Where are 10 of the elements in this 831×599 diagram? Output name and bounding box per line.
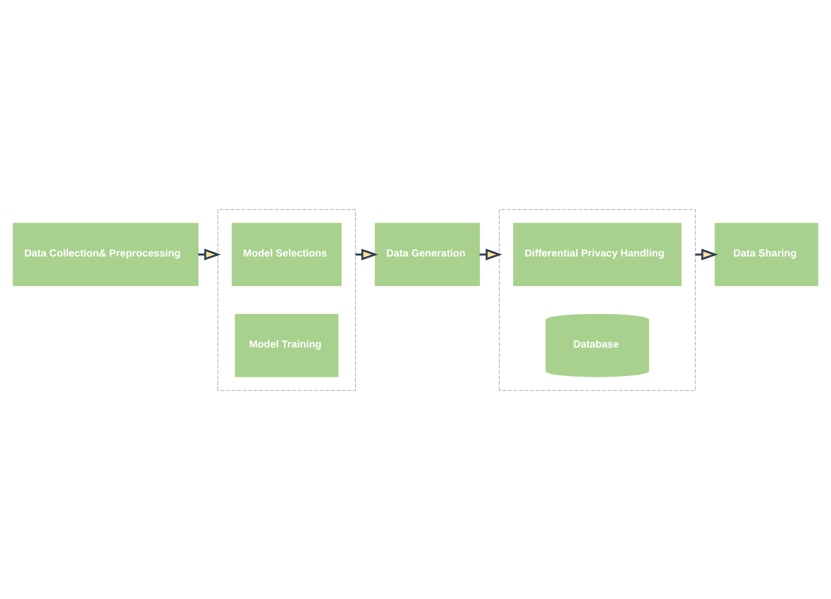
cluster	[498, 208, 696, 390]
node-box: Data Sharing	[714, 222, 818, 286]
arrow	[695, 248, 718, 260]
node-box: Differential Privacy Handling	[513, 222, 682, 286]
node-box: Model Selections	[232, 222, 342, 286]
node-box: Model Training	[234, 313, 338, 377]
node-box: Data Generation	[374, 222, 480, 286]
cluster	[217, 208, 356, 390]
arrow	[355, 248, 378, 260]
node-box: Data Collection& Preprocessing	[12, 222, 198, 286]
